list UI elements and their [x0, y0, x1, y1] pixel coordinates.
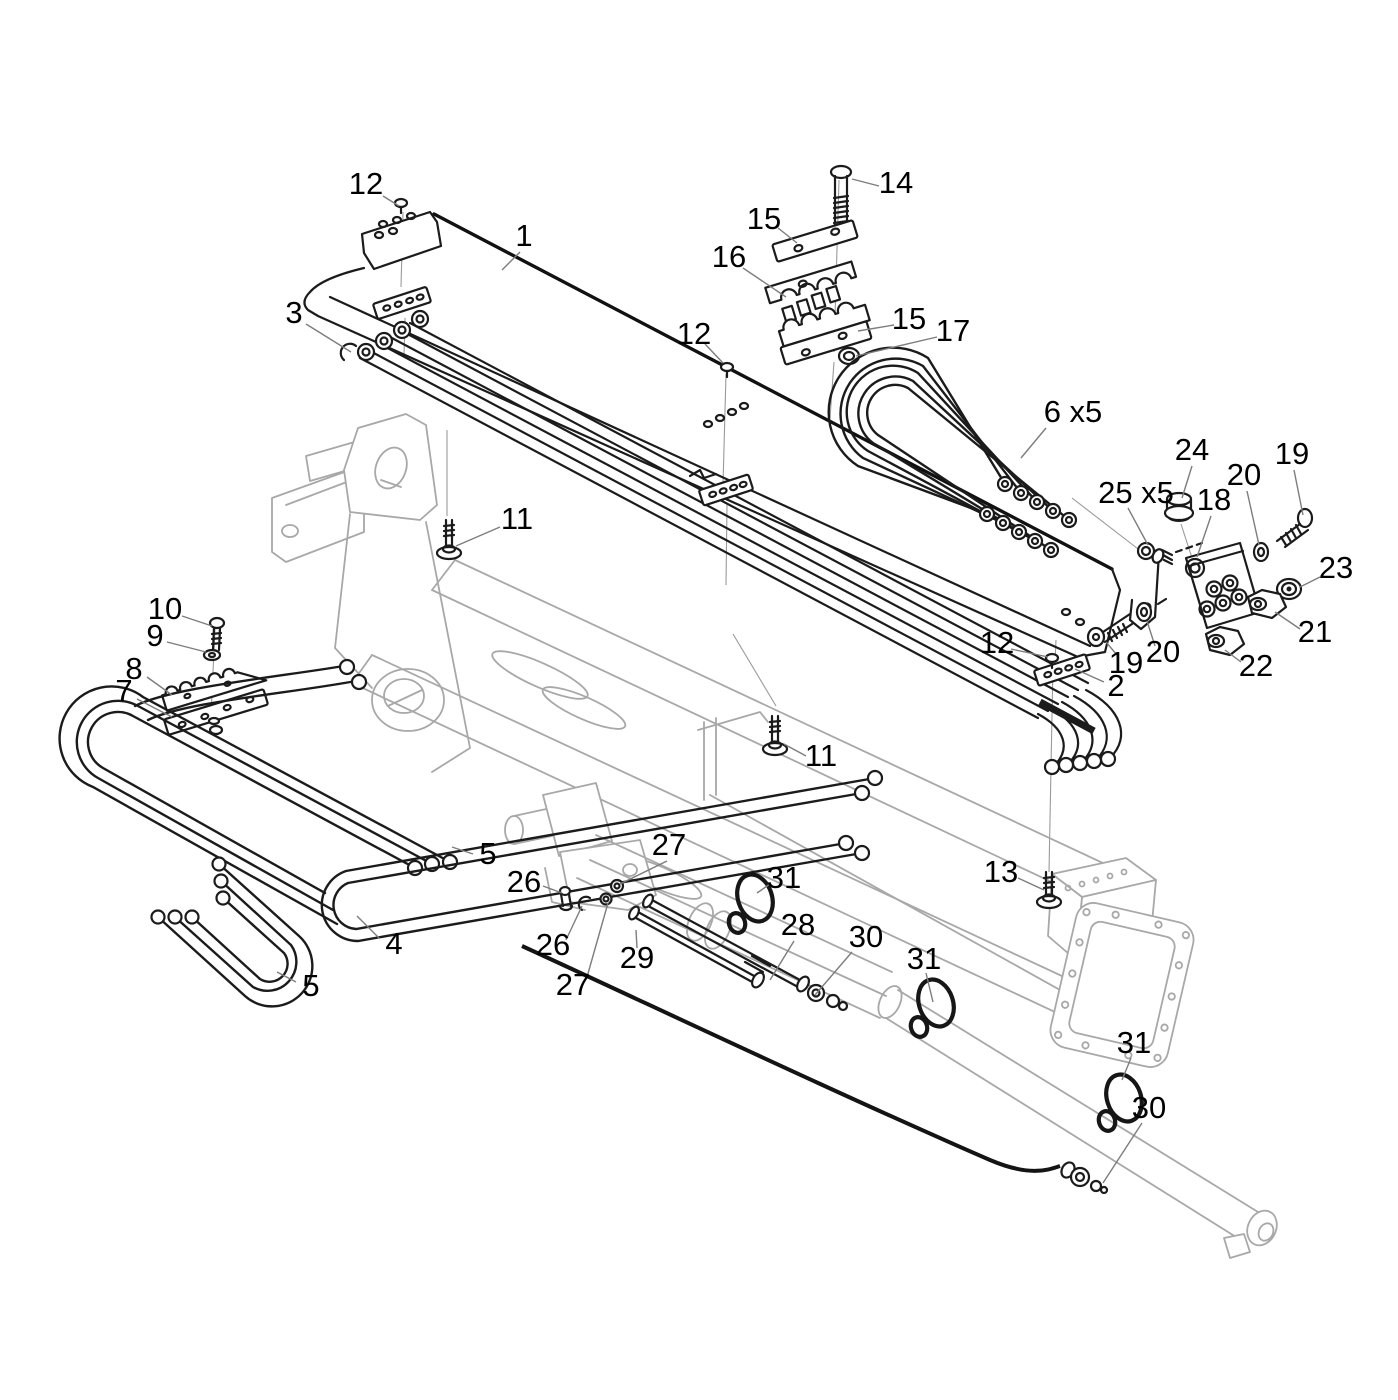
bracket-plate-part-2 — [1033, 653, 1091, 687]
leader-line-1 — [501, 251, 521, 271]
callout-label-20: 20 — [1146, 634, 1180, 669]
callout-label-5: 5 — [302, 968, 319, 1003]
leader-line-15 — [777, 227, 798, 244]
callout-label-28: 28 — [781, 907, 815, 942]
callout-label-5: 5 — [479, 836, 496, 871]
leader-line-31 — [1121, 1057, 1132, 1081]
callout-label-14: 14 — [879, 165, 913, 200]
leader-line-26 — [565, 905, 583, 941]
callout-label-10: 10 — [148, 591, 182, 626]
callout-label-12: 12 — [349, 166, 383, 201]
manifold-assembly — [1086, 491, 1314, 657]
leader-line-24 — [1181, 465, 1193, 499]
hose-bundle-part-6 — [827, 346, 1078, 559]
leader-line-5 — [451, 846, 474, 855]
leader-line-4 — [356, 915, 380, 939]
leader-line-3 — [305, 323, 352, 353]
leader-line-18 — [1196, 515, 1212, 558]
mounting-screws — [393, 197, 1063, 910]
clamp-stack-top — [764, 164, 873, 366]
leader-line-19 — [1293, 469, 1304, 516]
callout-label-20: 20 — [1227, 457, 1261, 492]
leader-line-27 — [619, 860, 668, 885]
tube-bracket-plates — [372, 286, 1091, 687]
leader-line-14 — [851, 178, 880, 187]
callout-label-12: 12 — [677, 316, 711, 351]
callout-label-6x5: 6 x5 — [1044, 394, 1103, 429]
leader-line-23 — [1299, 576, 1321, 588]
callout-label-22: 22 — [1239, 648, 1273, 683]
leader-line-11 — [455, 526, 501, 547]
callout-label-19: 19 — [1109, 645, 1143, 680]
callout-label-19: 19 — [1275, 436, 1309, 471]
leader-line-15 — [857, 324, 895, 332]
leader-line-31 — [756, 883, 771, 894]
callout-label-3: 3 — [285, 295, 302, 330]
leader-line-12 — [382, 195, 400, 207]
leader-line-6x5 — [1020, 427, 1047, 459]
callout-label-15: 15 — [747, 201, 781, 236]
callout-label-11: 11 — [501, 501, 533, 536]
callout-label-13: 13 — [984, 854, 1018, 889]
leader-line-12 — [704, 343, 724, 364]
o-rings-part-31 — [726, 872, 1144, 1133]
callout-label-30: 30 — [849, 919, 883, 954]
callout-label-15: 15 — [892, 301, 926, 336]
leader-line-20 — [1146, 620, 1156, 647]
callout-label-12: 12 — [980, 625, 1014, 660]
callout-label-8: 8 — [125, 651, 142, 686]
callout-label-27: 27 — [652, 827, 686, 862]
callout-label-7: 7 — [115, 673, 132, 708]
callout-label-31: 31 — [907, 941, 941, 976]
leader-line-22 — [1224, 649, 1242, 663]
callout-label-26: 26 — [536, 927, 570, 962]
tube-tray-part-1 — [303, 210, 1122, 659]
leader-line-25x5 — [1127, 507, 1149, 546]
leader-line-21 — [1274, 611, 1301, 630]
callout-label-30: 30 — [1132, 1090, 1166, 1125]
clamp-stack-left — [161, 616, 269, 736]
callout-label-23: 23 — [1319, 550, 1353, 585]
leader-line-2 — [1074, 668, 1105, 683]
leader-line-7 — [136, 698, 173, 718]
leader-line-10 — [181, 615, 213, 627]
leader-line-27 — [586, 902, 609, 978]
leader-line-16 — [742, 267, 787, 298]
leader-line-19 — [1105, 641, 1118, 656]
callout-label-21: 21 — [1298, 614, 1332, 649]
leader-line-30 — [814, 951, 853, 996]
callout-label-11: 11 — [805, 738, 837, 773]
leader-line-28 — [769, 940, 795, 981]
callout-label-9: 9 — [146, 618, 163, 653]
callout-label-31: 31 — [1117, 1025, 1151, 1060]
leader-line-8 — [146, 676, 173, 696]
leader-line-17 — [855, 336, 938, 357]
leader-line-26 — [542, 885, 563, 894]
leader-line-9 — [166, 641, 207, 653]
leader-line-30 — [1102, 1122, 1143, 1184]
callout-label-24: 24 — [1175, 432, 1209, 467]
leader-line-5 — [276, 971, 297, 983]
leader-line-12 — [1010, 648, 1049, 658]
leader-line-31 — [925, 972, 934, 1003]
callout-label-1: 1 — [515, 218, 532, 253]
leader-line-29 — [635, 929, 638, 949]
callout-label-4: 4 — [385, 926, 402, 961]
leader-line-11 — [783, 743, 807, 757]
callout-label-29: 29 — [620, 940, 654, 975]
boom-structure — [271, 413, 1195, 1068]
callout-label-17: 17 — [936, 313, 970, 348]
callout-label-2: 2 — [1107, 668, 1124, 703]
tube-bundle-part-3 — [339, 309, 1123, 776]
callout-label-27: 27 — [556, 967, 590, 1002]
leader-line-20 — [1246, 490, 1260, 546]
callout-label-16: 16 — [712, 239, 746, 274]
callout-label-25x5: 25 x5 — [1098, 475, 1174, 510]
callout-label-31: 31 — [767, 860, 801, 895]
hose-bundles-parts-4-5 — [58, 658, 884, 1008]
callout-label-18: 18 — [1197, 482, 1231, 517]
leader-line-13 — [1017, 877, 1045, 891]
callout-label-26: 26 — [507, 864, 541, 899]
